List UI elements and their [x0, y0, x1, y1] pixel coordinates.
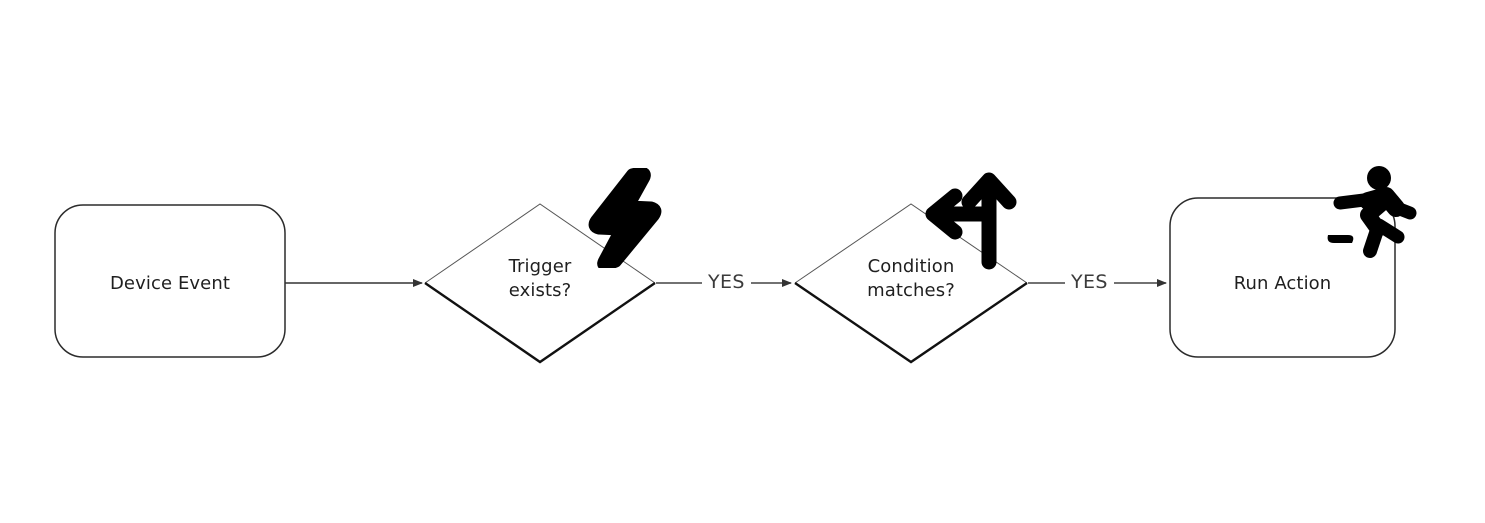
node-trigger-exists-upper: [424, 203, 656, 284]
node-device-event[interactable]: [54, 204, 286, 358]
node-condition-matches-lower[interactable]: [794, 282, 1028, 364]
node-run-action[interactable]: [1169, 197, 1396, 358]
node-trigger-exists-lower[interactable]: [424, 282, 656, 364]
node-condition-matches-upper: [794, 203, 1028, 284]
